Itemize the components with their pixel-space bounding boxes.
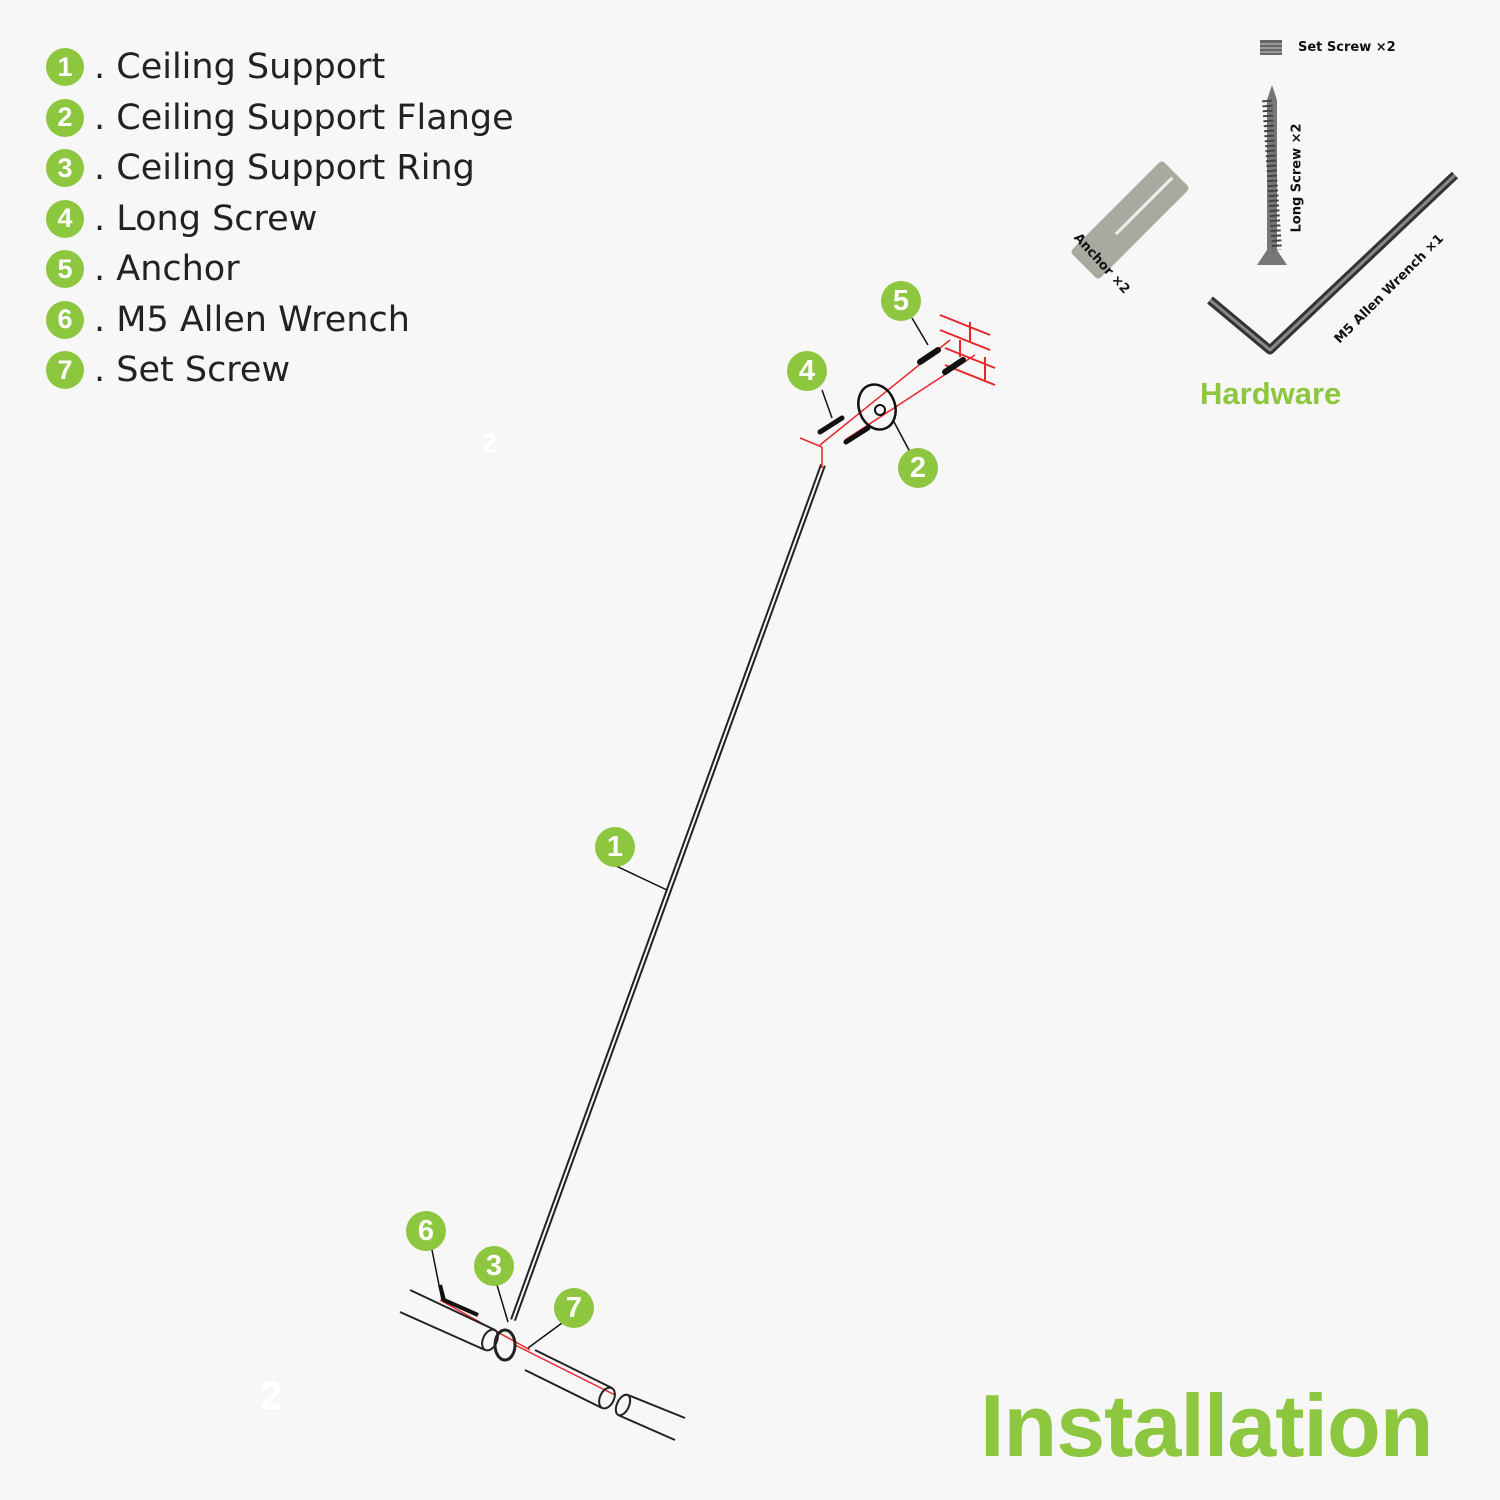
callout-6: 6	[406, 1211, 446, 1251]
callout-5: 5	[881, 281, 921, 321]
callout-7: 7	[554, 1288, 594, 1328]
legend-label: . Ceiling Support Ring	[94, 148, 475, 189]
ghost-mark: 2	[260, 1374, 283, 1418]
legend-item-anchor: 5 . Anchor	[46, 244, 514, 295]
ghost-mark: 2	[482, 428, 497, 458]
long-screw-label: Long Screw ×2	[1289, 123, 1305, 233]
anchor-icon	[1071, 161, 1189, 279]
hanging-tube	[399, 1289, 686, 1441]
legend-label: . Anchor	[94, 249, 240, 290]
number-badge: 2	[46, 98, 84, 137]
number-badge: 1	[46, 48, 84, 87]
legend-item-ceiling-support: 1 . Ceiling Support	[46, 42, 514, 93]
set-screw-label: Set Screw ×2	[1298, 40, 1396, 55]
anchor-parts-icon	[917, 347, 966, 375]
legend-item-flange: 2 . Ceiling Support Flange	[46, 93, 514, 144]
legend-label: . Set Screw	[94, 350, 291, 391]
legend-label: . Ceiling Support Flange	[94, 97, 514, 138]
legend-item-ring: 3 . Ceiling Support Ring	[46, 143, 514, 194]
callout-3: 3	[474, 1246, 514, 1286]
ring-icon	[493, 1328, 517, 1362]
long-screw-parts-icon	[817, 415, 871, 445]
number-badge: 7	[46, 351, 84, 390]
hardware-title: Hardware	[1200, 376, 1342, 411]
legend-item-set-screw: 7 . Set Screw	[46, 345, 514, 396]
set-screw-icon	[1260, 40, 1282, 55]
callout-2: 2	[898, 448, 938, 488]
ceiling-support-rod	[510, 463, 826, 1322]
callout-4: 4	[787, 351, 827, 391]
flange-icon	[857, 383, 897, 431]
number-badge: 5	[46, 250, 84, 289]
callout-1: 1	[595, 827, 635, 867]
legend-label: . M5 Allen Wrench	[94, 299, 410, 340]
number-badge: 4	[46, 199, 84, 238]
legend-item-wrench: 6 . M5 Allen Wrench	[46, 295, 514, 346]
number-badge: 6	[46, 300, 84, 339]
legend-item-long-screw: 4 . Long Screw	[46, 194, 514, 245]
wrench-part-icon	[438, 1284, 479, 1317]
legend-label: . Long Screw	[94, 198, 318, 239]
long-screw-icon	[1257, 85, 1287, 265]
callout-leaders	[431, 317, 929, 1349]
assembly-guide-lines	[439, 339, 976, 1396]
number-badge: 3	[46, 149, 84, 188]
legend-label: . Ceiling Support	[94, 47, 386, 88]
allen-wrench-icon	[1207, 171, 1459, 355]
parts-legend: 1 . Ceiling Support 2 . Ceiling Support Fl…	[46, 42, 514, 396]
page-title: Installation	[980, 1376, 1433, 1475]
wall-brick-icon	[939, 314, 996, 386]
